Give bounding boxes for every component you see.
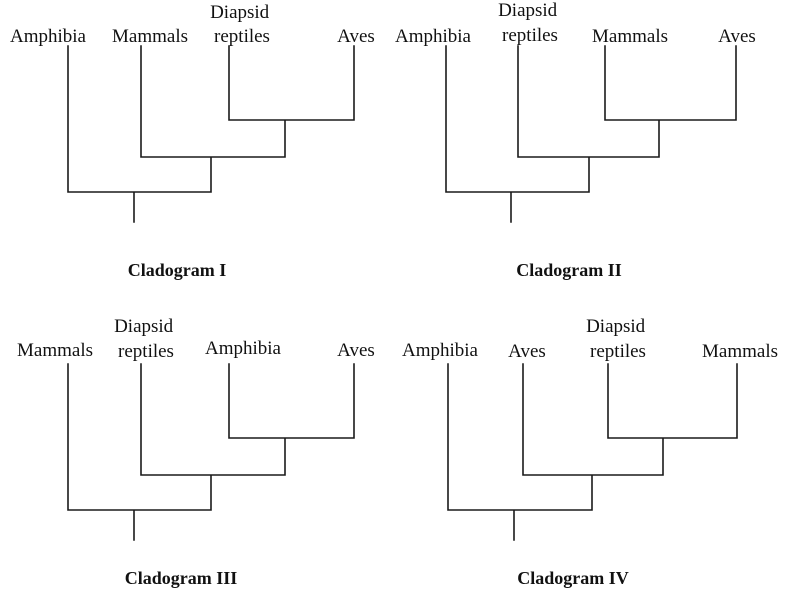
cladogram-1-tree [67,45,355,223]
cladogram-4-taxon-4: Mammals [702,341,778,362]
cladogram-2-taxon-2-line-1: Diapsid [498,0,558,21]
cladogram-2: Amphibia Diapsid reptiles Mammals Aves C… [395,0,756,280]
cladogram-2-taxon-4: Aves [718,26,756,47]
cladogram-1-taxon-1: Amphibia [10,26,87,47]
cladogram-1-caption: Cladogram I [128,260,227,280]
cladogram-4-tree [447,363,738,541]
cladogram-3-taxon-4: Aves [337,340,375,361]
cladogram-3: Mammals Diapsid reptiles Amphibia Aves C… [17,316,375,588]
cladogram-3-taxon-3: Amphibia [205,338,282,359]
cladogram-4-taxon-3: Diapsid reptiles [586,316,650,362]
cladogram-3-taxon-1: Mammals [17,340,93,361]
cladogram-4-taxon-3-line-1: Diapsid [586,316,646,337]
cladogram-3-taxon-2-line-2: reptiles [118,341,174,362]
cladogram-1-taxon-3: Diapsid reptiles [210,2,274,47]
cladogram-2-tree [445,45,737,223]
cladogram-3-taxon-2-line-1: Diapsid [114,316,174,337]
cladogram-3-caption: Cladogram III [125,568,238,588]
cladogram-1-taxon-2: Mammals [112,26,188,47]
cladogram-4-caption: Cladogram IV [517,568,629,588]
cladogram-1-taxon-3-line-1: Diapsid [210,2,270,23]
cladogram-2-caption: Cladogram II [516,260,622,280]
cladogram-2-taxon-2: Diapsid reptiles [498,0,562,46]
cladogram-1: Amphibia Mammals Diapsid reptiles Aves C… [10,2,375,280]
cladogram-2-taxon-1: Amphibia [395,26,472,47]
cladogram-4-taxon-1: Amphibia [402,340,479,361]
cladogram-4-taxon-2: Aves [508,341,546,362]
cladogram-2-taxon-3: Mammals [592,26,668,47]
cladogram-3-taxon-2: Diapsid reptiles [114,316,178,362]
cladogram-1-taxon-4: Aves [337,26,375,47]
cladogram-4: Amphibia Aves Diapsid reptiles Mammals C… [402,316,778,588]
cladogram-4-taxon-3-line-2: reptiles [590,341,646,362]
cladogram-1-taxon-3-line-2: reptiles [214,26,270,47]
cladogram-2-taxon-2-line-2: reptiles [502,25,558,46]
cladogram-3-tree [67,363,355,541]
